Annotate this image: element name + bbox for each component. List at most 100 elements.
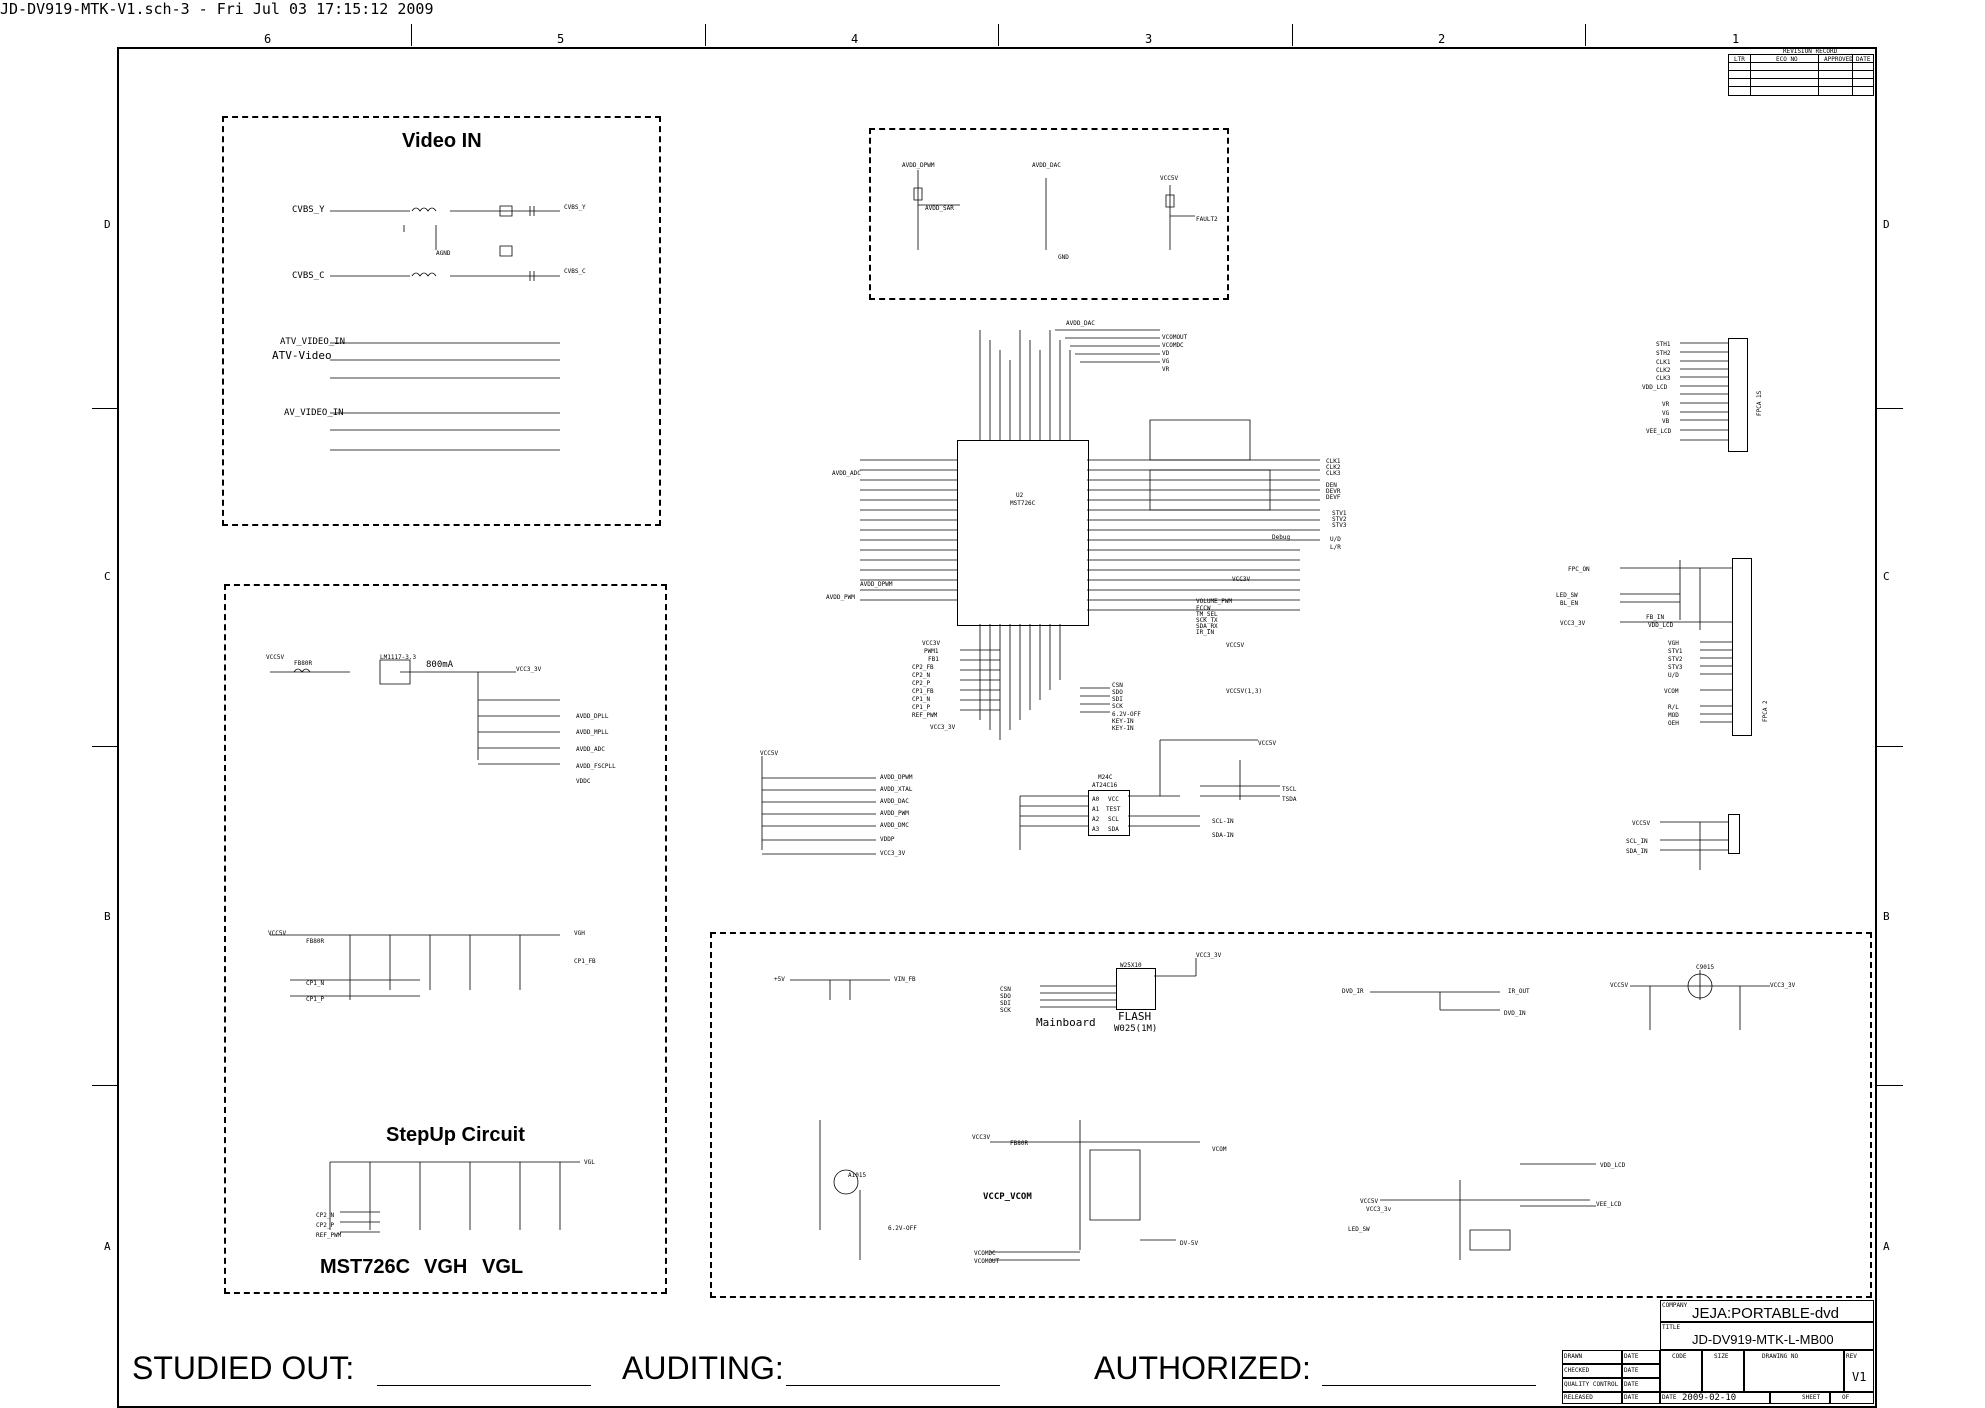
eeprom-sda: SDA: [1108, 826, 1119, 833]
mcu-ud: U/D: [1330, 536, 1341, 543]
mcu-lr: L/R: [1330, 544, 1341, 551]
ldo-vddp: VDDP: [880, 836, 895, 843]
mcu-debug: Debug: [1272, 534, 1291, 541]
mcu-vcc3v-r: VCC3V: [1232, 576, 1251, 583]
mcu-chip: [957, 440, 1089, 626]
zone-1: 1: [1732, 32, 1740, 46]
mcu-vd: VD: [1162, 350, 1170, 357]
cn2-mod: MOD: [1668, 712, 1679, 719]
pwr-gnd: GND: [1058, 254, 1069, 261]
mcu-vcomdc: VCOMDC: [1162, 342, 1184, 349]
mcu-clk1: CLK1: [1326, 458, 1341, 465]
pl-avdd-adc: AVDD_ADC: [576, 746, 605, 753]
top-zone-ruler: 6 5 4 3 2 1: [117, 24, 1877, 46]
zone-2: 2: [1438, 32, 1446, 46]
mcu-vcc33v: VCC3_3V: [930, 724, 956, 731]
document-header: JD-DV919-MTK-V1.sch-3 - Fri Jul 03 17:15…: [0, 0, 434, 18]
eeprom-scl-in: SCL-IN: [1212, 818, 1234, 825]
cn2-stv2: STV2: [1668, 656, 1683, 663]
bb-vcomout: VCOMOUT: [974, 1258, 1000, 1265]
cn1-vr: VR: [1662, 401, 1670, 408]
pl-800ma: 800mA: [426, 660, 454, 670]
bb-vin-fb: VIN_FB: [894, 976, 916, 983]
date-value: 2009-02-10: [1682, 1393, 1737, 1403]
mcu-vcc5v-13: VCC5V(1,3): [1226, 688, 1263, 695]
authorized-line: [1322, 1385, 1536, 1386]
mcu-stv2: STV2: [1332, 516, 1347, 523]
video-label-cvbs-c: CVBS_C: [292, 271, 325, 281]
cn1-sth1: STH1: [1656, 341, 1671, 348]
su-vgl: VGL: [584, 1159, 595, 1166]
ldo-avdd-dpwm: AVDD_DPWM: [880, 774, 913, 781]
pwr-avdd-dac: AVDD_DAC: [1032, 162, 1061, 169]
revision-value: V1: [1852, 1370, 1867, 1384]
mcu-den: DEN: [1326, 482, 1337, 489]
company-name: JEJA:PORTABLE-dvd: [1692, 1305, 1839, 1322]
flash-mainboard: Mainboard: [1036, 1016, 1096, 1029]
stepup-title: StepUp Circuit: [386, 1124, 525, 1146]
bb-a1015: A1015: [848, 1172, 867, 1179]
mcu-62v-off: 6.2V-OFF: [1112, 711, 1141, 718]
mcu-model: MST726C: [1010, 500, 1036, 507]
video-out-y: CVBS_Y: [564, 204, 586, 211]
vg-vgh: VGH: [574, 930, 585, 937]
cn2-rl: R/L: [1668, 704, 1679, 711]
mcu-vcc3v: VCC3V: [922, 640, 941, 647]
cn1-vg: VG: [1662, 410, 1670, 417]
mcu-key-in-2: KEY-IN: [1112, 725, 1134, 732]
flash-model: W025(1M): [1114, 1024, 1158, 1034]
su-cp2n: CP2_N: [316, 1212, 335, 1219]
bb-vcomdc: VCOMDC: [974, 1250, 996, 1257]
mcu-devr: DEVR: [1326, 488, 1341, 495]
dbg-sda-in: SDA_IN: [1626, 848, 1648, 855]
mcu-part: U2: [1016, 492, 1024, 499]
pl-vddc: VDDC: [576, 778, 591, 785]
cn2-fb-in: FB_IN: [1646, 614, 1665, 621]
mcu-sck-tx: SCK_TX: [1196, 617, 1218, 624]
zone-D-left: D: [104, 218, 111, 231]
flash-title: FLASH: [1118, 1010, 1152, 1023]
zone-C-right: C: [1883, 570, 1890, 583]
bb-sdi: SDI: [1000, 1000, 1011, 1007]
power-top-block: [869, 128, 1229, 300]
vg-vcc5v: VCC5V: [268, 930, 287, 937]
mcu-key-in-1: KEY-IN: [1112, 718, 1134, 725]
authorized-label: AUTHORIZED:: [1094, 1350, 1311, 1386]
eeprom-sda-in: SDA-IN: [1212, 832, 1234, 839]
revision-table: REVISION RECORD LTR ECO NO APPROVED DATE: [1728, 48, 1874, 96]
bb-vcc33v: VCC3_3V: [1196, 952, 1222, 959]
mcu-vcc5v: VCC5V: [1226, 642, 1245, 649]
bb-dvd-ir: DVD_IR: [1342, 988, 1364, 995]
stepup-vgh: VGH: [424, 1256, 468, 1278]
eeprom-model: AT24C16: [1092, 782, 1118, 789]
mcu-sda-rx: SDA_RX: [1196, 623, 1218, 630]
mcu-vcomout: VCOMOUT: [1162, 334, 1188, 341]
bb-vdd-lcd: VDD_LCD: [1600, 1162, 1626, 1169]
video-in-title: Video IN: [402, 130, 482, 152]
bb-fb80r: FB80R: [1010, 1140, 1029, 1147]
vg-fb80r: FB80R: [306, 938, 325, 945]
cn1-vdd-lcd: VDD_LCD: [1642, 384, 1668, 391]
mcu-avdd-dac: AVDD_DAC: [1066, 320, 1095, 327]
bb-led-sw: LED_SW: [1348, 1226, 1370, 1233]
zone-A-left: A: [104, 1240, 111, 1253]
mcu-csn: CSN: [1112, 682, 1123, 689]
eeprom-chip: [1088, 790, 1130, 836]
video-agnd: AGND: [436, 250, 451, 257]
zone-B-right: B: [1883, 910, 1890, 923]
mcu-vg: VG: [1162, 358, 1170, 365]
pl-lm1117: LM1117-3.3: [380, 654, 417, 661]
cn2-bl-en: BL_EN: [1560, 600, 1579, 607]
eeprom-a3: A3: [1092, 826, 1100, 833]
eeprom-a2: A2: [1092, 816, 1100, 823]
mcu-sdi: SDI: [1112, 696, 1123, 703]
mcu-avdd-adc: AVDD_ADC: [832, 470, 861, 477]
pl-avdd-dpll: AVDD_DPLL: [576, 713, 609, 720]
cn2-vcc33v: VCC3_3V: [1560, 620, 1586, 627]
title-block: COMPANY JEJA:PORTABLE-dvd TITLE JD-DV919…: [1562, 1300, 1874, 1404]
pl-avdd-mpll: AVDD_MPLL: [576, 729, 609, 736]
power-stepup-block: [224, 584, 667, 1294]
debug-connector: [1728, 814, 1740, 854]
cn1-vb: VB: [1662, 418, 1670, 425]
